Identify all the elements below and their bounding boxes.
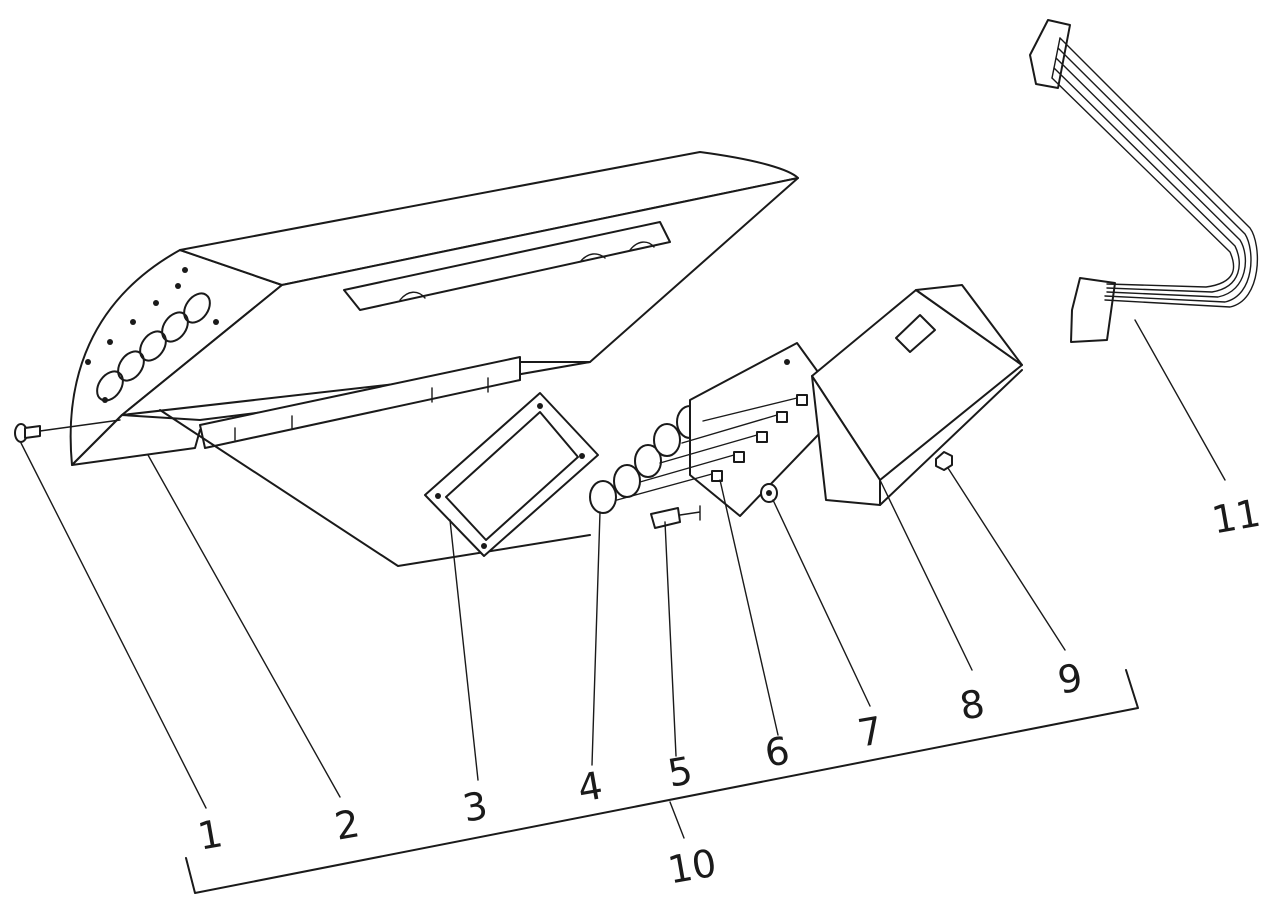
label-10: 10 (665, 841, 720, 893)
label-8: 8 (956, 681, 987, 729)
display-box (811, 284, 1023, 506)
label-9: 9 (1054, 655, 1085, 703)
control-pcb (616, 342, 845, 517)
label-11: 11 (1209, 491, 1264, 543)
housing-bottom-flange (199, 356, 521, 449)
standoff (650, 505, 701, 529)
part-labels: 1 2 3 4 5 6 7 8 9 10 11 (194, 491, 1263, 893)
label-2: 2 (331, 801, 362, 849)
label-1: 1 (194, 811, 225, 859)
housing-top-rail (343, 221, 671, 311)
leader-lines (20, 319, 1226, 894)
label-5: 5 (664, 748, 695, 796)
ribbon-cable (1029, 19, 1259, 343)
display-window-frame (424, 392, 599, 557)
label-7: 7 (854, 708, 885, 756)
knobs (589, 405, 704, 514)
nut (760, 483, 778, 503)
label-6: 6 (761, 728, 792, 776)
knob-holes (85, 267, 219, 403)
label-3: 3 (459, 783, 490, 831)
small-nut (935, 451, 953, 471)
screw (14, 419, 121, 443)
panel-housing (69, 151, 799, 567)
label-4: 4 (574, 763, 605, 811)
